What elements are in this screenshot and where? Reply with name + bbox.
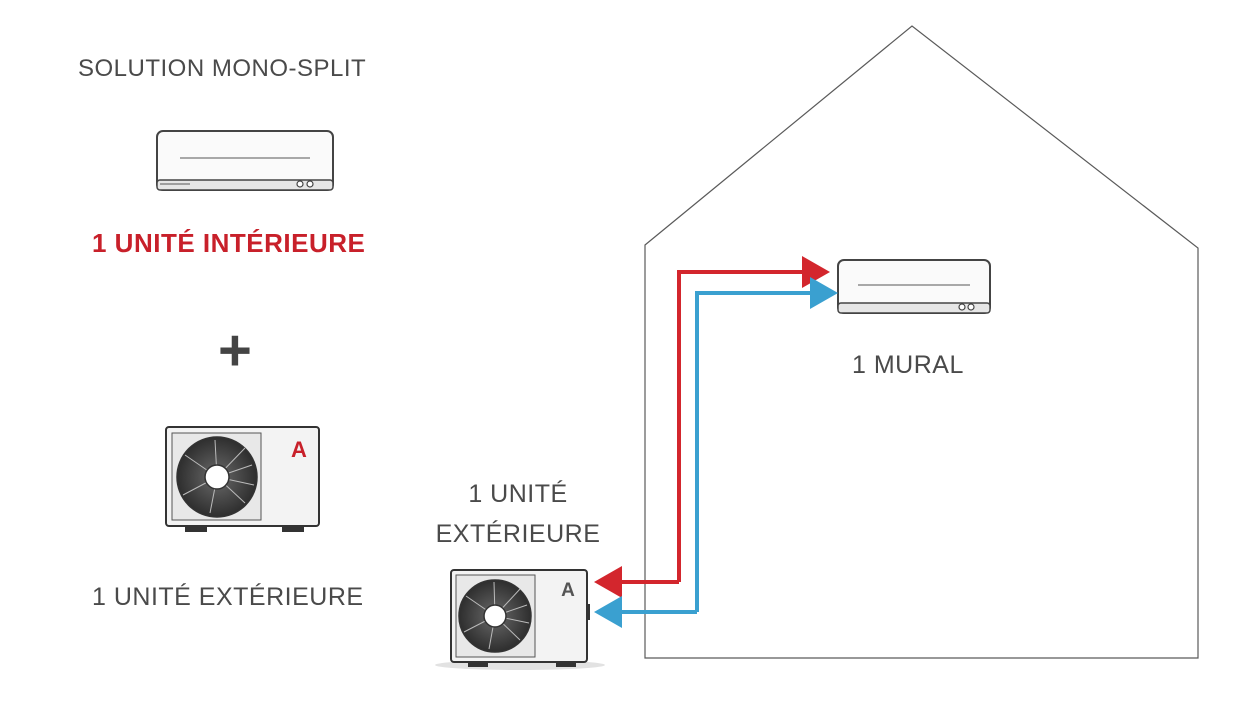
outdoor-heat-pump-icon <box>165 426 320 532</box>
energy-class-badge: A <box>561 580 575 601</box>
indoor-unit-label: 1 UNITÉ INTÉRIEURE <box>92 228 366 258</box>
wall-split-unit-icon <box>837 259 991 314</box>
outdoor-unit-label: 1 UNITÉ EXTÉRIEURE <box>92 583 364 611</box>
refrigerant-pipe-red <box>677 256 830 582</box>
energy-class-badge: A <box>291 437 307 462</box>
house-indoor-unit-label: 1 MURAL <box>852 351 964 379</box>
wall-split-unit-icon <box>156 130 334 191</box>
house-outdoor-unit-label: 1 UNITÉ EXTÉRIEURE <box>435 480 601 548</box>
refrigerant-pipe-blue <box>695 277 838 612</box>
diagram-title: SOLUTION MONO-SPLIT <box>78 55 367 82</box>
house-outline-icon <box>644 25 1199 659</box>
outdoor-heat-pump-icon <box>435 569 605 670</box>
plus-sign: + <box>218 318 253 383</box>
